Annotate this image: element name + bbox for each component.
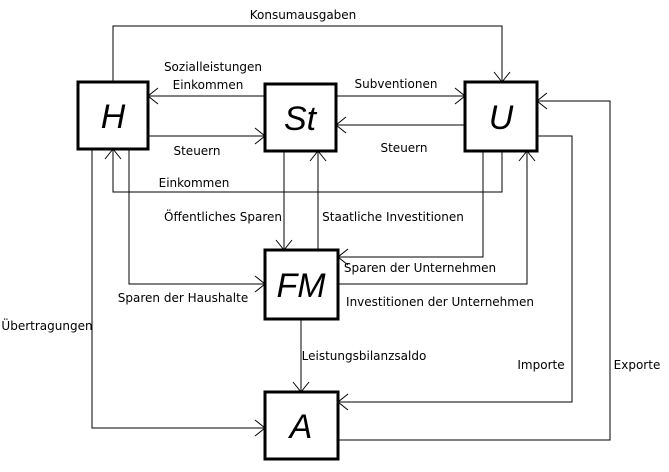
- edge-konsumausgaben: [112, 25, 503, 82]
- label-sparen-unternehmen: Sparen der Unternehmen: [344, 261, 496, 275]
- label-investitionen-unternehmen: Investitionen der Unternehmen: [346, 295, 534, 309]
- label-staatliche-investitionen: Staatliche Investitionen: [322, 210, 464, 224]
- label-sozialleistungen: Sozialleistungen: [164, 60, 262, 74]
- edge-importe: [338, 135, 573, 403]
- node-box-st: [263, 82, 338, 153]
- label-subventionen: Subventionen: [355, 77, 438, 91]
- edge-sparen-haushalte: [128, 149, 265, 285]
- label-steuern-u: Steuern: [380, 141, 427, 155]
- node-label-h: H: [101, 98, 126, 136]
- node-box-fm: [263, 248, 340, 321]
- label-importe: Importe: [517, 358, 564, 372]
- node-label-u: U: [489, 99, 514, 137]
- label-exporte: Exporte: [614, 358, 661, 372]
- node-label-st: St: [284, 100, 318, 138]
- node-box-h: [76, 80, 150, 151]
- node-box-a: [263, 390, 340, 461]
- label-oeffentliches-sparen: Öffentliches Sparen: [164, 208, 282, 224]
- edge-exporte: [338, 100, 611, 441]
- node-label-fm: FM: [276, 267, 326, 305]
- label-einkommen-st: Einkommen: [173, 78, 244, 92]
- label-konsumausgaben: Konsumausgaben: [250, 8, 357, 22]
- label-sparen-haushalte: Sparen der Haushalte: [118, 291, 248, 305]
- node-label-a: A: [288, 408, 313, 446]
- label-einkommen-u: Einkommen: [159, 176, 230, 190]
- label-steuern-h: Steuern: [173, 144, 220, 158]
- node-box-u: [463, 80, 539, 153]
- edge-einkommen-u: [112, 149, 503, 193]
- edge-sparen-unternehmen: [338, 151, 484, 258]
- edge-investitionen-unternehmen: [338, 151, 528, 285]
- label-uebertragungen: Übertragungen: [1, 317, 92, 333]
- label-leistungsbilanzsaldo: Leistungsbilanzsaldo: [302, 349, 427, 363]
- edge-uebertragungen: [91, 149, 265, 429]
